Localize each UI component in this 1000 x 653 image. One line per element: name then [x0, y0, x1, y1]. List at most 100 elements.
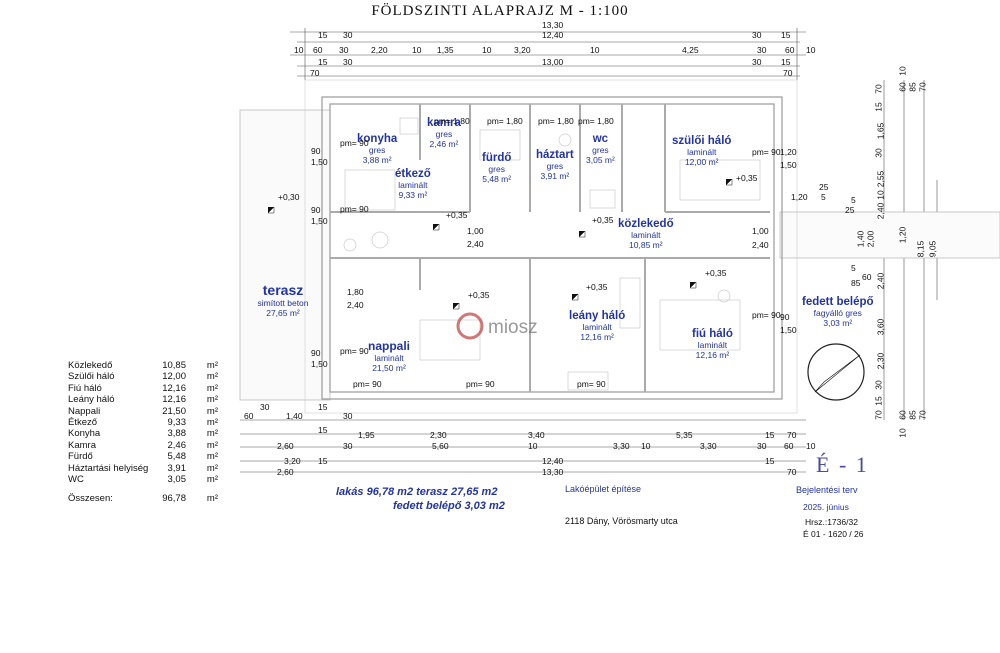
level-label: +0,30	[278, 192, 300, 202]
dim-right: 15	[873, 102, 884, 112]
dim-bottom: 5,35	[676, 430, 693, 440]
dim-top: 70	[310, 68, 320, 78]
dim-top: 60	[785, 45, 795, 55]
dim-bottom: 10	[641, 441, 651, 451]
window-dim: 1,50	[311, 216, 328, 226]
address: 2118 Dány, Vörösmarty utca	[565, 516, 678, 526]
dim-top: 10	[590, 45, 600, 55]
bottom-dimension-lines	[240, 419, 806, 473]
svg-text:miosz: miosz	[488, 317, 538, 338]
room-konyha: konyha gres 3,88 m²	[357, 133, 398, 165]
dim-bottom: 10	[806, 441, 816, 451]
dim-top: 10	[806, 45, 816, 55]
window-dim: 90	[780, 312, 790, 322]
parcel-number: Hrsz.:1736/32	[805, 517, 858, 527]
dim-bottom: 12,40	[542, 456, 564, 466]
inner-walls	[330, 104, 770, 392]
window-dim: 2,40	[467, 239, 484, 249]
dim-bottom: 70	[787, 430, 797, 440]
dim-top: 15	[318, 57, 328, 67]
dim-right: 2,40	[875, 202, 886, 220]
project-name: Lakóépület építése	[565, 484, 642, 494]
window-dim: 1,50	[780, 160, 797, 170]
dim-bottom: 15	[765, 430, 775, 440]
dim-bottom: 60	[244, 411, 254, 421]
dim-bottom: 70	[787, 467, 797, 477]
dim-right: 9,05	[927, 240, 938, 258]
window-dim: 90	[311, 146, 321, 156]
dim-right: 2,40	[875, 272, 886, 290]
dim-right: 10	[897, 66, 908, 76]
dim-right: 30	[873, 380, 884, 390]
door-label: pm= 1,80	[487, 116, 523, 126]
dim-entrance: 25	[845, 205, 855, 215]
room-terasz: terasz simított beton 27,65 m²	[257, 282, 309, 318]
dim-right: 70	[873, 410, 884, 420]
watermark-logo: miosz	[456, 312, 538, 340]
dim-bottom: 2,30	[430, 430, 447, 440]
dim-right: 2,00	[865, 230, 876, 248]
door-label: pm= 90	[340, 138, 369, 148]
dim-right: 2,30	[875, 352, 886, 370]
dim-top: 10	[294, 45, 304, 55]
dim-right: 2,55	[875, 170, 886, 188]
dim-top: 1,35	[437, 45, 454, 55]
window-dim: 2,40	[347, 300, 364, 310]
window-dim: 1,80	[347, 287, 364, 297]
dim-right: 3,60	[875, 318, 886, 336]
covered-entrance	[779, 211, 1000, 259]
dim-right: 1,20	[897, 226, 908, 244]
level-label: +0,35	[446, 210, 468, 220]
level-label: +0,35	[592, 215, 614, 225]
window-dim: 90	[311, 205, 321, 215]
room-leany-halo: leány háló laminált 12,16 m²	[569, 310, 626, 342]
dim-entrance: 25	[819, 182, 829, 192]
drawing-number: É 01 - 1620 / 26	[803, 529, 864, 539]
dim-bottom: 60	[784, 441, 794, 451]
room-kamra: kamra gres 2,46 m²	[427, 117, 461, 149]
area-summary-1: lakás 96,78 m2 terasz 27,65 m2	[336, 486, 498, 498]
dim-bottom: 10	[528, 441, 538, 451]
room-kozlekedo: közlekedő laminált 10,85 m²	[618, 218, 674, 250]
dim-entrance: 5	[851, 263, 856, 273]
dim-right: 70	[917, 410, 928, 420]
dim-bottom: 1,40	[286, 411, 303, 421]
door-label: pm= 1,80	[538, 116, 574, 126]
dim-bottom: 30	[260, 402, 270, 412]
level-label: +0,35	[468, 290, 490, 300]
dim-bottom: 15	[318, 402, 328, 412]
drawing-title: FÖLDSZINTI ALAPRAJZ M - 1:100	[371, 3, 629, 19]
furniture-outlines	[343, 117, 761, 391]
dim-entrance: 5	[821, 192, 826, 202]
window-dim: 1,50	[780, 325, 797, 335]
level-label: +0,35	[586, 282, 608, 292]
dim-right: 70	[873, 84, 884, 94]
dim-entrance: 1,20	[791, 192, 808, 202]
date: 2025. június	[803, 502, 849, 512]
compass-icon	[807, 343, 865, 401]
dim-top: 30	[757, 45, 767, 55]
room-wc: wc gres 3,05 m²	[586, 133, 615, 165]
level-label: +0,35	[705, 268, 727, 278]
dim-top: 15	[781, 30, 791, 40]
room-nappali: nappali laminált 21,50 m²	[368, 339, 411, 373]
level-label: +0,35	[736, 173, 758, 183]
dim-right: 70	[917, 82, 928, 92]
window-dim: 1,20	[780, 147, 797, 157]
dim-top: 15	[781, 57, 791, 67]
dim-top: 70	[783, 68, 793, 78]
dim-top: 12,40	[542, 30, 564, 40]
dim-right: 1,40	[855, 230, 866, 248]
terrace-area	[239, 109, 331, 401]
dim-top: 30	[752, 30, 762, 40]
dim-top: 15	[318, 30, 328, 40]
